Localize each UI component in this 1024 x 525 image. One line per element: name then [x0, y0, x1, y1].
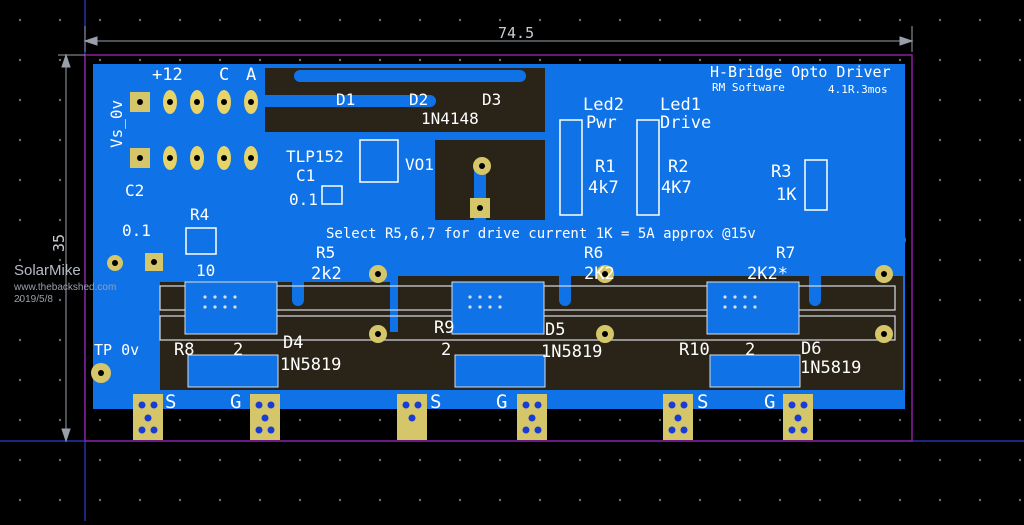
- board-note: Select R5,6,7 for drive current 1K = 5A …: [326, 226, 756, 242]
- label-d4-part: 1N5819: [280, 355, 341, 375]
- label-r6: R6: [584, 243, 603, 262]
- label-pad-s3: S: [697, 391, 708, 413]
- opto-outline: [359, 139, 399, 183]
- label-r10: R10: [679, 340, 710, 360]
- label-r7-value: 2K2*: [747, 264, 788, 284]
- label-opto-part: TLP152: [286, 147, 344, 166]
- traces: [174, 70, 906, 306]
- label-pad-g1: G: [230, 391, 241, 413]
- label-r1: R1: [595, 157, 615, 177]
- label-r4: R4: [190, 205, 209, 224]
- label-d3: D3: [482, 90, 501, 109]
- label-r5-value: 2k2: [311, 264, 342, 284]
- board-title: H-Bridge Opto Driver: [710, 63, 891, 81]
- smd-outlines: [185, 119, 828, 255]
- label-r9: R9: [434, 318, 454, 338]
- board-version: 4.1R.3mos: [828, 83, 888, 96]
- label-opto-ref: VO1: [405, 155, 434, 174]
- label-pad-g3: G: [764, 391, 775, 413]
- watermark-title: SolarMike: [14, 262, 81, 279]
- label-led1: Led1: [660, 95, 701, 115]
- label-led1-fn: Drive: [660, 113, 711, 133]
- label-r6-value: 2K2: [584, 264, 615, 284]
- output-connectors: [133, 394, 813, 440]
- mosfet-pads: [184, 281, 801, 388]
- label-r7: R7: [776, 243, 795, 262]
- label-diode-part: 1N4148: [421, 109, 479, 128]
- label-d1: D1: [336, 90, 355, 109]
- dimension-width-label: 74.5: [498, 24, 534, 42]
- label-led2: Led2: [583, 95, 624, 115]
- dimension-height-label: 35: [50, 234, 68, 252]
- label-r3: R3: [771, 162, 791, 182]
- label-pad-s1: S: [165, 391, 176, 413]
- label-c2: C2: [125, 181, 144, 200]
- label-c2-value: 0.1: [122, 221, 151, 240]
- dimension-height: [58, 53, 85, 443]
- label-c1-value: 0.1: [289, 190, 318, 209]
- label-d5: D5: [545, 320, 565, 340]
- misc-pad-holes: [98, 163, 887, 376]
- label-pad-g2: G: [496, 391, 507, 413]
- label-pad-s2: S: [430, 391, 441, 413]
- label-r3-value: 1K: [776, 185, 797, 205]
- label-r1-value: 4k7: [588, 178, 619, 198]
- board-company: RM Software: [712, 81, 785, 94]
- board-outline: [84, 54, 913, 442]
- label-plus12: +12: [152, 65, 183, 85]
- label-d2: D2: [409, 90, 428, 109]
- label-r8: R8: [174, 340, 194, 360]
- label-r10-value: 2: [745, 340, 755, 360]
- label-c1: C1: [296, 166, 315, 185]
- label-d6-part: 1N5819: [800, 358, 861, 378]
- watermark-url: www.thebackshed.com: [14, 282, 117, 293]
- header-pins: [130, 90, 258, 170]
- label-r9-value: 2: [441, 340, 451, 360]
- label-r5: R5: [316, 243, 335, 262]
- label-a: A: [246, 65, 256, 85]
- mosfet-vias: [203, 295, 757, 309]
- label-c: C: [219, 65, 229, 85]
- label-led2-fn: Pwr: [586, 113, 617, 133]
- label-d6: D6: [801, 339, 821, 359]
- label-vs0v: Vs_0v: [107, 100, 126, 148]
- label-d4: D4: [283, 333, 303, 353]
- label-r2-value: 4K7: [661, 178, 692, 198]
- label-tp0v: TP 0v: [94, 341, 139, 359]
- watermark-date: 2019/5/8: [14, 294, 53, 305]
- label-r4-value: 10: [196, 261, 215, 280]
- dimension-width: [83, 26, 914, 52]
- label-r2: R2: [668, 157, 688, 177]
- label-r8-value: 2: [233, 340, 243, 360]
- label-d5-part: 1N5819: [541, 342, 602, 362]
